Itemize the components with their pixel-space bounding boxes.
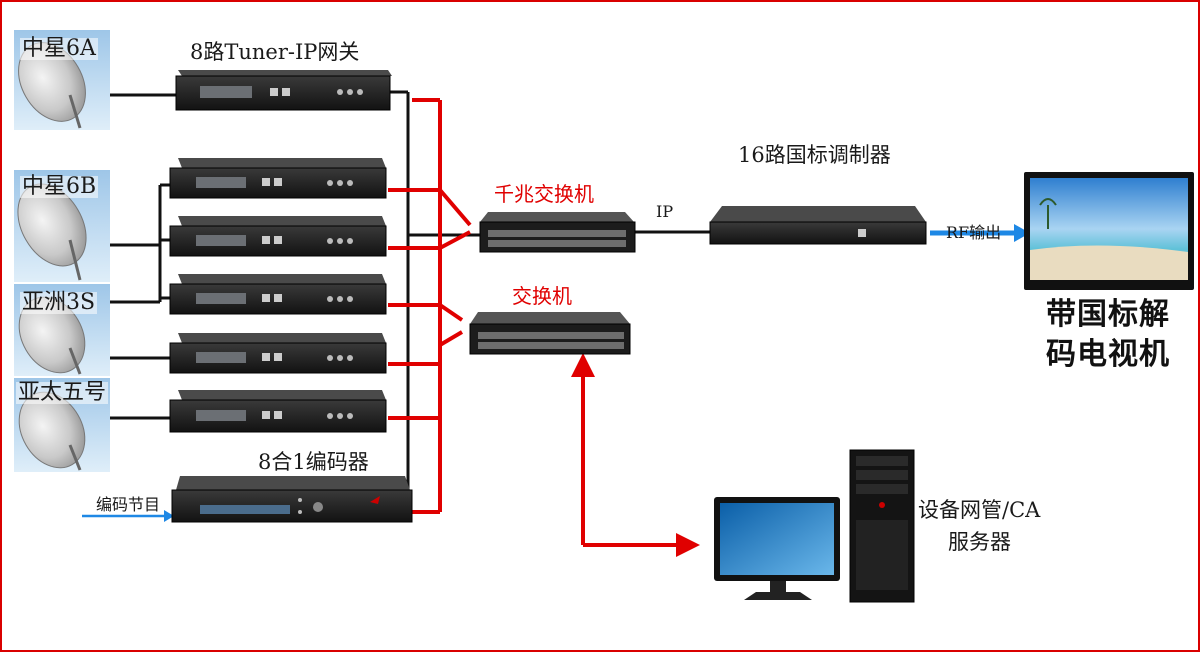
satellite-label: 中星6A [20, 36, 98, 61]
tv-label-line1: 带国标解 [1046, 297, 1170, 332]
satellite-label: 亚洲3S [20, 290, 98, 315]
gigabit-switch-device [479, 212, 636, 253]
rf-output-label: RF输出 [946, 223, 1002, 242]
satellite-label: 亚太五号 [16, 380, 109, 405]
modulator-label: 16路国标调制器 [738, 143, 891, 167]
modulator-device [709, 206, 927, 245]
gateway-label: 8路Tuner-IP网关 [190, 40, 360, 64]
rack-device [169, 333, 387, 374]
ip-label: IP [656, 202, 674, 221]
rack-device [169, 216, 387, 257]
blue-arrows [82, 224, 1030, 522]
encoder-input-label: 编码节目 [96, 495, 161, 514]
black-links [110, 90, 710, 514]
server-tower-icon [849, 449, 915, 603]
satellite-label: 中星6B [20, 174, 99, 199]
switch-device [469, 312, 631, 355]
television-icon [1024, 172, 1194, 290]
rack-device [169, 158, 387, 199]
rack-device [175, 70, 392, 111]
encoder-device [171, 476, 413, 523]
monitor-icon [714, 497, 840, 600]
server-label-line1: 设备网管/CA [918, 498, 1041, 522]
switch-label: 交换机 [512, 284, 572, 308]
encoder-label: 8合1编码器 [258, 450, 369, 474]
rack-device [169, 390, 387, 433]
tv-label-line2: 码电视机 [1046, 337, 1170, 372]
gigabit-switch-label: 千兆交换机 [494, 182, 594, 206]
rack-device [169, 274, 387, 315]
red-links [388, 98, 700, 557]
server-label-line2: 服务器 [948, 530, 1011, 554]
